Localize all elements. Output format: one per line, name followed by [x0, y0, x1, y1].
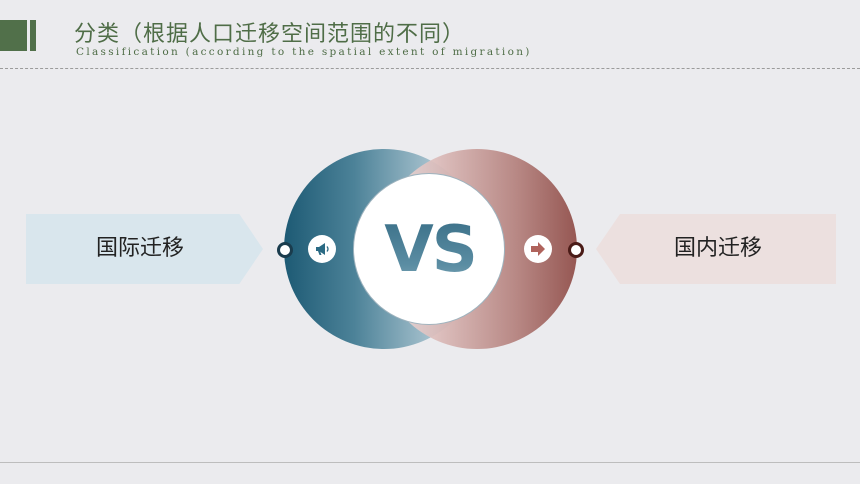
- title-marker-block: [0, 20, 27, 51]
- megaphone-icon: [308, 235, 336, 263]
- international-migration-box: 国际迁移: [26, 214, 263, 284]
- vs-circle: VS: [353, 173, 505, 325]
- left-connector-dot: [277, 242, 293, 258]
- page-title: 分类（根据人口迁移空间范围的不同）: [74, 22, 466, 47]
- domestic-migration-label: 国内迁移: [674, 236, 763, 261]
- arrow-right-icon: [524, 235, 552, 263]
- international-migration-label: 国际迁移: [96, 236, 185, 261]
- header-divider: [0, 68, 860, 69]
- title-marker-bar: [30, 20, 36, 51]
- vs-text: VS: [354, 174, 506, 326]
- right-connector-dot: [568, 242, 584, 258]
- page-subtitle: Classification (according to the spatial…: [76, 46, 532, 58]
- domestic-migration-box: 国内迁移: [596, 214, 836, 284]
- footer-divider: [0, 462, 860, 463]
